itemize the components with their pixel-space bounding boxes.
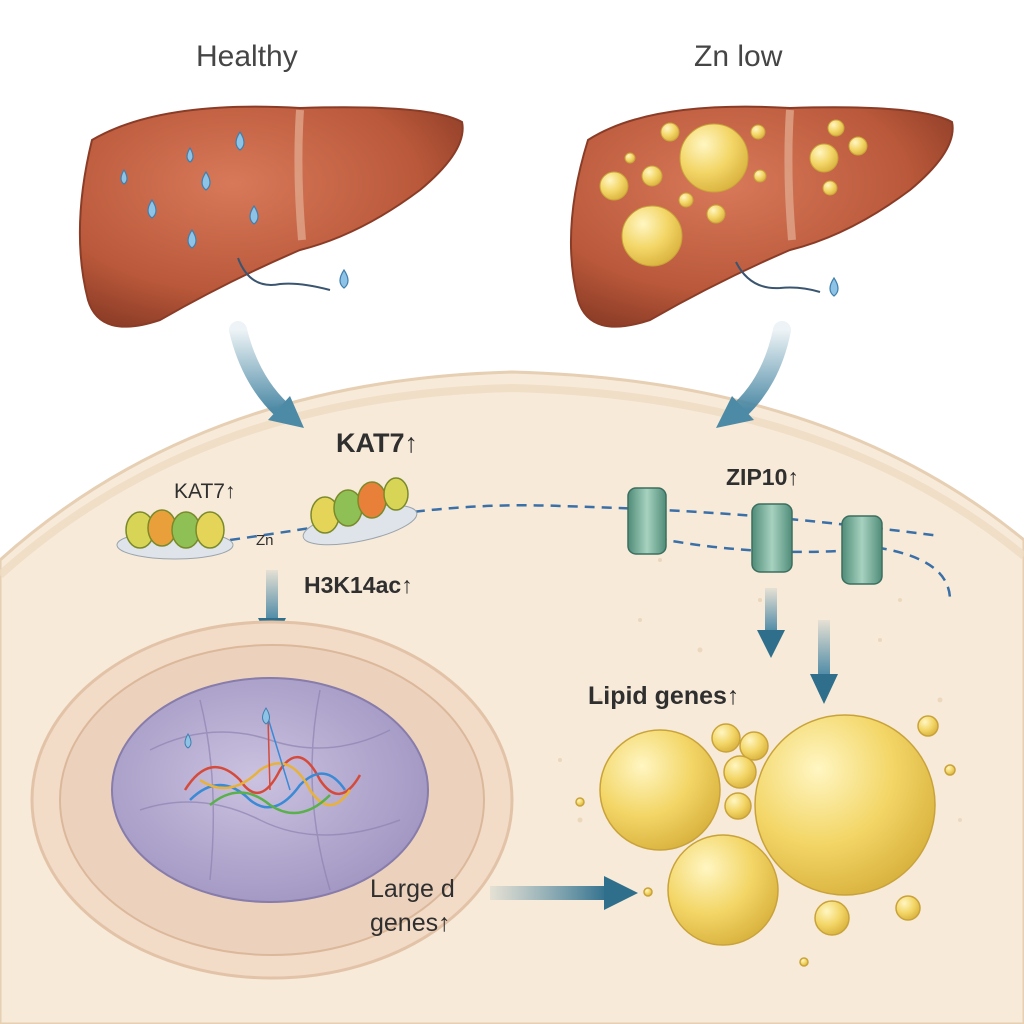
nucleus — [30, 620, 514, 980]
lipid-droplet-icon-cluster — [575, 714, 956, 967]
label-h3k14ac: H3K14ac↑ — [304, 572, 413, 598]
cytoplasm-speckles — [558, 558, 962, 902]
label-zip10: ZIP10↑ — [726, 464, 799, 490]
label-large-genes-line2: genes↑ — [370, 909, 451, 937]
nucleosome-icon-right — [302, 477, 418, 546]
liver-icon-healthy — [78, 105, 464, 328]
arrow-right-large-genes — [490, 876, 638, 910]
arrow-down-zip10-1 — [757, 588, 785, 658]
panel-title-healthy: Healthy — [196, 40, 298, 73]
arrow-healthy-to-cell — [229, 321, 291, 419]
panel-title-zn-low: Zn low — [694, 40, 783, 73]
liver-icon-zn-low — [569, 105, 954, 328]
label-large-genes: Large d genes↑ — [370, 872, 455, 940]
chromatin-icon — [183, 717, 362, 815]
zinc-flow-line-2 — [639, 533, 952, 601]
water-droplet-icon — [120, 130, 349, 289]
label-large-genes-line1: Large d — [370, 875, 455, 903]
arrow-head — [268, 396, 304, 428]
label-zn: Zn — [256, 532, 274, 549]
label-kat7-small: KAT7↑ — [174, 480, 236, 503]
lipid-droplet-icon — [599, 119, 868, 267]
label-lipid-genes: Lipid genes↑ — [588, 682, 740, 710]
nucleosome-icon-left — [116, 509, 234, 560]
arrow-down-zip10-2 — [810, 620, 838, 704]
zip10-channel-icon — [627, 487, 883, 585]
arrow-head — [716, 396, 754, 428]
arrow-znlow-to-cell — [731, 321, 791, 419]
label-kat7-main: KAT7↑ — [336, 428, 419, 458]
water-droplet-icon — [829, 276, 839, 297]
cell-membrane-edge — [0, 383, 1024, 578]
